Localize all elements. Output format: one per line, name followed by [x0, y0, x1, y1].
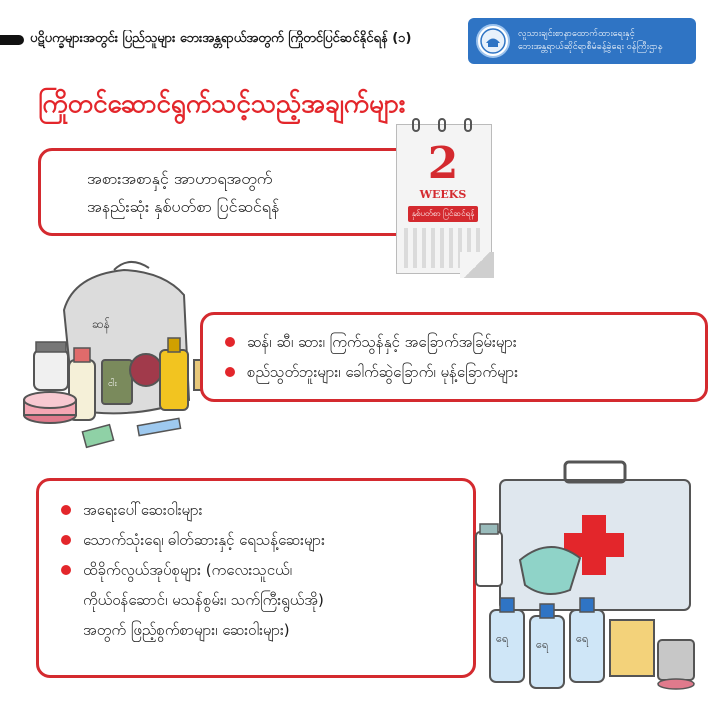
- can-label: ငါး: [108, 378, 118, 389]
- face-mask-icon: [518, 546, 582, 595]
- calendar-number: 2: [427, 138, 459, 189]
- section-heading: ကြိုတင်ဆောင်ရွက်သင့်သည့်အချက်များ: [38, 89, 406, 119]
- pill-jar-icon: [657, 639, 695, 690]
- onion-icon: [129, 353, 163, 387]
- oil-bottle-icon: [159, 337, 189, 411]
- calendar-page-curl: [460, 252, 494, 278]
- calendar-weeks-label: WEEKS: [419, 188, 467, 201]
- medicine-bottle-icon: [475, 523, 503, 587]
- dry-food-item-text: ဆန်၊ ဆီ၊ ဆား၊ ကြက်သွန်နှင့် အခြောက်အခြမ်…: [247, 333, 517, 351]
- water-label: ရေ: [496, 632, 509, 647]
- medicine-item: ထိခိုက်လွယ်အုပ်စုများ (ကလေးသူငယ်၊ ကိုယ်ဝ…: [61, 555, 473, 645]
- ors-packet-icon: [609, 619, 655, 677]
- canned-fish-icon: ငါး: [101, 359, 133, 405]
- medicine-item: အရေးပေါ်ဆေးဝါးများ: [61, 495, 473, 525]
- food-supply-line1: အစားအစာနှင့် အာဟာရအတွက်: [87, 169, 273, 188]
- water-bottle-icon: ရေ: [529, 603, 565, 689]
- dry-food-item: စည်သွတ်ဘူးများ၊ ခေါက်ဆွဲခြောက်၊ မုန့်ခြေ…: [225, 357, 705, 387]
- dry-food-item-text: စည်သွတ်ဘူးများ၊ ခေါက်ဆွဲခြောက်၊ မုန့်ခြေ…: [247, 363, 518, 381]
- bullet-dot-icon: [225, 367, 235, 377]
- bullet-dot-icon: [61, 505, 71, 515]
- ministry-name: လူသားချင်းစာနာထောက်ထားရေးနှင့် ဘေးအန္တရာ…: [518, 28, 662, 54]
- rice-sack-label: ဆန်: [92, 316, 110, 334]
- dry-food-card: ဆန်၊ ဆီ၊ ဆား၊ ကြက်သွန်နှင့် အခြောက်အခြမ်…: [200, 312, 708, 402]
- ministry-name-line1: လူသားချင်းစာနာထောက်ထားရေးနှင့်: [518, 29, 635, 39]
- page-header-title: ပဋိပက္ခများအတွင်း ပြည်သူများ ဘေးအန္တရာယ်…: [30, 31, 412, 46]
- ministry-seal-icon: [476, 24, 510, 58]
- medicine-item: သောက်သုံးရေ၊ ဓါတ်ဆားနှင့် ရေသန့်ဆေးများ: [61, 525, 473, 555]
- water-bottle-icon: ရေ: [489, 597, 525, 683]
- calendar-ring-icon: [464, 118, 472, 132]
- medicine-item-text: အရေးပေါ်ဆေးဝါးများ: [83, 501, 203, 519]
- ministry-name-line2: ဘေးအန္တရာယ်ဆိုင်ရာစီမံခန့်ခွဲရေး ဝန်ကြီး…: [518, 42, 663, 52]
- first-aid-water-illustration: ရေ ရေ ရေ: [475, 460, 695, 690]
- medicine-water-card: အရေးပေါ်ဆေးဝါးများ သောက်သုံးရေ၊ ဓါတ်ဆားန…: [36, 478, 476, 678]
- bullet-dot-icon: [61, 565, 71, 575]
- ministry-logo-banner: လူသားချင်းစာနာထောက်ထားရေးနှင့် ဘေးအန္တရာ…: [468, 18, 696, 64]
- water-bottle-icon: ရေ: [569, 597, 605, 683]
- calendar-ring-icon: [438, 118, 446, 132]
- medicine-item-text: သောက်သုံးရေ၊ ဓါတ်ဆားနှင့် ရေသန့်ဆေးများ: [83, 531, 325, 549]
- calendar-ring-icon: [412, 118, 420, 132]
- two-weeks-calendar-illustration: 2 WEEKS နှစ်ပတ်စာ ပြင်ဆင်ရန်: [390, 112, 496, 284]
- food-supply-card: အစားအစာနှင့် အာဟာရအတွက် အနည်းဆုံး နှစ်ပတ…: [38, 148, 438, 236]
- header-accent-bar: [0, 35, 24, 45]
- noodle-pack-icon: [81, 417, 182, 449]
- medicine-item-text: ထိခိုက်လွယ်အုပ်စုများ (ကလေးသူငယ်၊ ကိုယ်ဝ…: [83, 561, 324, 639]
- water-label: ရေ: [536, 638, 549, 653]
- jar-icon: [33, 341, 69, 391]
- tin-can-icon: [23, 391, 77, 424]
- water-label: ရေ: [576, 632, 589, 647]
- food-supply-line2: အနည်းဆုံး နှစ်ပတ်စာ ပြင်ဆင်ရန်: [87, 197, 280, 216]
- bullet-dot-icon: [61, 535, 71, 545]
- bullet-dot-icon: [225, 337, 235, 347]
- calendar-tag: နှစ်ပတ်စာ ပြင်ဆင်ရန်: [408, 206, 478, 222]
- dry-food-item: ဆန်၊ ဆီ၊ ဆား၊ ကြက်သွန်နှင့် အခြောက်အခြမ်…: [225, 327, 705, 357]
